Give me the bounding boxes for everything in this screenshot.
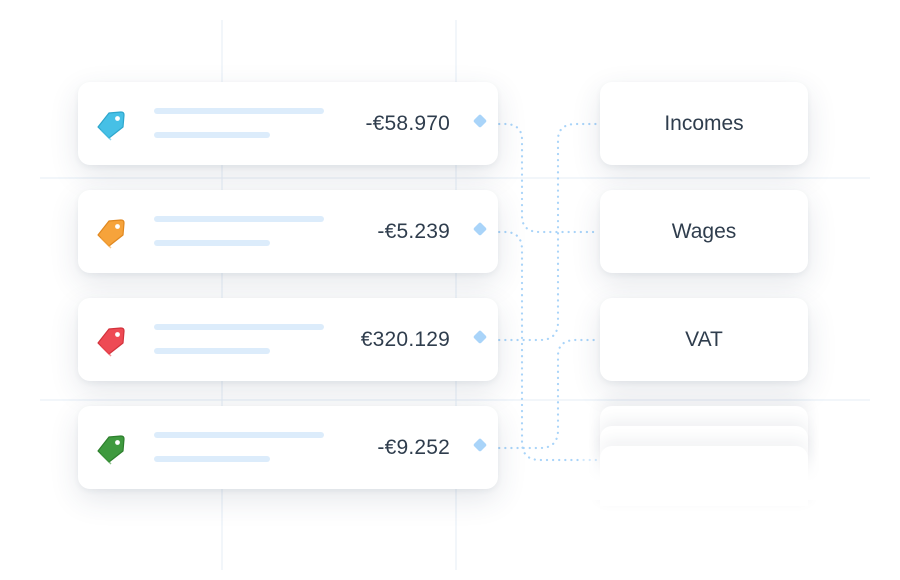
transaction-amount: -€9.252 — [377, 436, 450, 459]
connector-handle[interactable] — [472, 437, 488, 453]
category-card-incomes[interactable]: Incomes — [600, 82, 808, 165]
transaction-card[interactable]: -€5.239 — [78, 190, 498, 273]
category-card-wages[interactable]: Wages — [600, 190, 808, 273]
description-placeholder — [154, 216, 324, 222]
tag-icon — [94, 322, 130, 358]
subtitle-placeholder — [154, 240, 270, 246]
description-placeholder — [154, 108, 324, 114]
tag-icon — [94, 214, 130, 250]
fade-overlay — [580, 440, 830, 500]
description-placeholder — [154, 324, 324, 330]
subtitle-placeholder — [154, 348, 270, 354]
category-card-vat[interactable]: VAT — [600, 298, 808, 381]
transaction-amount: -€58.970 — [365, 112, 450, 135]
transaction-amount: -€5.239 — [377, 220, 450, 243]
subtitle-placeholder — [154, 456, 270, 462]
connector-handle[interactable] — [472, 221, 488, 237]
connector-handle[interactable] — [472, 113, 488, 129]
connector-handle[interactable] — [472, 329, 488, 345]
transaction-amount: €320.129 — [360, 328, 450, 351]
subtitle-placeholder — [154, 132, 270, 138]
tag-icon — [94, 430, 130, 466]
transaction-card[interactable]: -€58.970 — [78, 82, 498, 165]
transaction-card[interactable]: -€9.252 — [78, 406, 498, 489]
tag-icon — [94, 106, 130, 142]
description-placeholder — [154, 432, 324, 438]
transaction-card[interactable]: €320.129 — [78, 298, 498, 381]
